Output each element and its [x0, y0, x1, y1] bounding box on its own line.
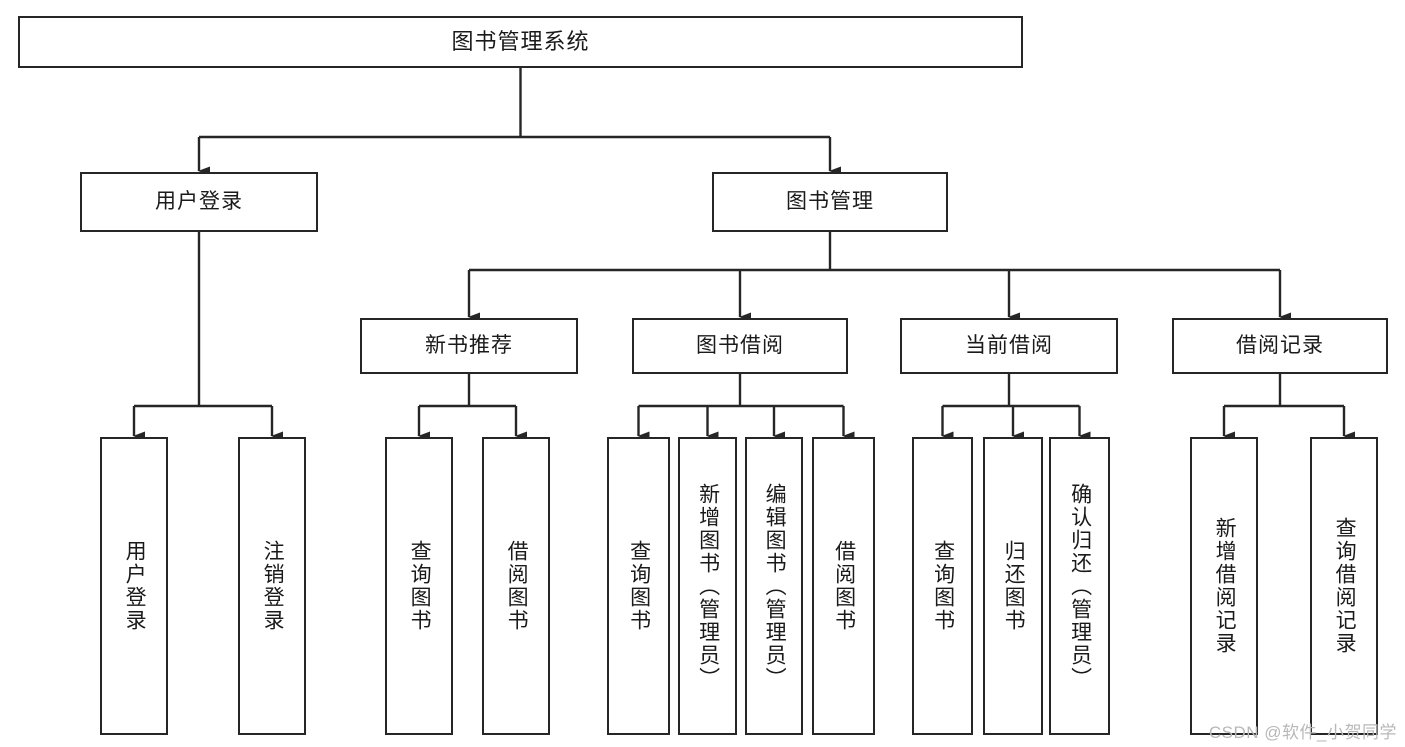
node-leaf-bw-borrow[interactable]: 借阅图书 — [812, 437, 875, 735]
node-label: 新书推荐 — [425, 334, 513, 358]
node-label: 确认归还（管理员） — [1068, 482, 1092, 690]
node-borrow[interactable]: 图书借阅 — [632, 318, 848, 374]
node-leaf-nb-query[interactable]: 查询图书 — [385, 437, 453, 735]
node-label: 新增图书（管理员） — [696, 482, 720, 690]
node-label: 当前借阅 — [965, 334, 1053, 358]
node-label: 查询图书 — [627, 540, 651, 632]
node-label: 归还图书 — [1002, 540, 1026, 632]
node-label: 查询借阅记录 — [1333, 517, 1357, 655]
node-root[interactable]: 图书管理系统 — [18, 16, 1023, 68]
node-label: 借阅图书 — [832, 540, 856, 632]
node-label: 用户登录 — [123, 540, 147, 632]
node-bookmgmt[interactable]: 图书管理 — [712, 172, 948, 232]
node-records[interactable]: 借阅记录 — [1172, 318, 1388, 374]
node-leaf-cur-query[interactable]: 查询图书 — [912, 437, 973, 735]
node-leaf-rec-query[interactable]: 查询借阅记录 — [1310, 437, 1378, 735]
node-newbook[interactable]: 新书推荐 — [360, 318, 578, 374]
node-leaf-nb-borrow[interactable]: 借阅图书 — [482, 437, 550, 735]
node-label: 借阅记录 — [1236, 334, 1324, 358]
node-leaf-bw-edit[interactable]: 编辑图书（管理员） — [745, 437, 803, 735]
node-label: 注销登录 — [261, 540, 285, 632]
node-label: 图书管理系统 — [451, 28, 590, 54]
node-label: 新增借阅记录 — [1213, 517, 1237, 655]
node-label: 图书借阅 — [696, 334, 784, 358]
node-label: 图书管理 — [786, 190, 874, 214]
node-label: 编辑图书（管理员） — [763, 482, 787, 690]
node-current[interactable]: 当前借阅 — [900, 318, 1118, 374]
node-label: 借阅图书 — [505, 540, 529, 632]
node-label: 查询图书 — [408, 540, 432, 632]
node-leaf-cur-return[interactable]: 归还图书 — [983, 437, 1043, 735]
node-label: 查询图书 — [931, 540, 955, 632]
node-label: 用户登录 — [155, 190, 243, 214]
node-leaf-logout[interactable]: 注销登录 — [238, 437, 306, 735]
node-leaf-login[interactable]: 用户登录 — [100, 437, 168, 735]
node-login[interactable]: 用户登录 — [80, 172, 318, 232]
node-leaf-rec-add[interactable]: 新增借阅记录 — [1190, 437, 1258, 735]
node-leaf-bw-query[interactable]: 查询图书 — [607, 437, 670, 735]
node-leaf-cur-confirm[interactable]: 确认归还（管理员） — [1049, 437, 1110, 735]
node-leaf-bw-add[interactable]: 新增图书（管理员） — [678, 437, 737, 735]
